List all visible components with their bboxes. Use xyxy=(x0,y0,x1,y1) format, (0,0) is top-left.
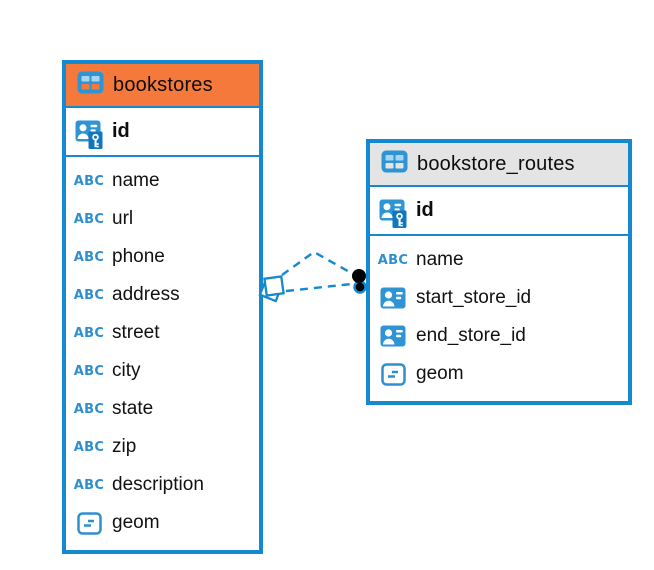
geometry-type-icon xyxy=(379,362,407,386)
table-icon xyxy=(77,71,104,99)
table-title: bookstores xyxy=(113,73,213,96)
text-type-icon: ABC xyxy=(73,211,105,227)
primary-key-icon xyxy=(379,193,407,229)
text-type-icon: ABC xyxy=(73,287,105,303)
relation-diamond-marker[interactable] xyxy=(258,275,285,303)
text-type-icon: ABC xyxy=(73,325,105,341)
text-type-icon: ABC xyxy=(73,363,105,379)
primary-key-label: id xyxy=(112,120,130,142)
text-type-icon: ABC xyxy=(377,252,409,268)
relationship-line-end-store[interactable] xyxy=(285,282,353,293)
text-type-icon: ABC xyxy=(73,477,105,493)
table-bookstores[interactable]: bookstores id ABC name ABC url ABC phone… xyxy=(62,60,263,554)
field-list: ABC name start_store_id end_store_id geo… xyxy=(370,236,628,401)
field-label: state xyxy=(112,398,154,419)
table-header[interactable]: bookstore_routes xyxy=(370,143,628,185)
field-row[interactable]: ABC city xyxy=(66,352,259,390)
table-icon xyxy=(381,150,408,178)
field-row[interactable]: ABC url xyxy=(66,200,259,238)
field-label: phone xyxy=(112,246,165,267)
primary-key-label: id xyxy=(416,199,434,221)
table-title: bookstore_routes xyxy=(417,152,575,175)
relationship-line-start-store[interactable] xyxy=(281,250,354,276)
text-type-icon: ABC xyxy=(73,439,105,455)
geometry-type-icon xyxy=(75,511,103,535)
field-row[interactable]: geom xyxy=(66,504,259,542)
field-row[interactable]: ABC address xyxy=(66,276,259,314)
field-list: ABC name ABC url ABC phone ABC address A… xyxy=(66,157,259,550)
field-label: end_store_id xyxy=(416,325,526,346)
field-row[interactable]: ABC state xyxy=(66,390,259,428)
field-row[interactable]: ABC name xyxy=(370,241,628,279)
field-label: zip xyxy=(112,436,137,457)
foreign-key-icon xyxy=(379,325,407,347)
field-label: start_store_id xyxy=(416,287,532,308)
field-row[interactable]: end_store_id xyxy=(370,317,628,355)
field-row[interactable]: ABC phone xyxy=(66,238,259,276)
text-type-icon: ABC xyxy=(73,401,105,417)
table-header[interactable]: bookstores xyxy=(66,64,259,106)
field-row[interactable]: ABC description xyxy=(66,466,259,504)
text-type-icon: ABC xyxy=(73,173,105,189)
field-row[interactable]: start_store_id xyxy=(370,279,628,317)
field-row[interactable]: ABC street xyxy=(66,314,259,352)
field-label: street xyxy=(112,322,160,343)
primary-key-row[interactable]: id xyxy=(66,106,259,157)
field-row[interactable]: ABC zip xyxy=(66,428,259,466)
field-label: geom xyxy=(112,512,160,533)
field-label: description xyxy=(112,474,204,495)
field-row[interactable]: ABC name xyxy=(66,162,259,200)
field-row[interactable]: geom xyxy=(370,355,628,393)
field-label: name xyxy=(112,170,160,191)
table-bookstore-routes[interactable]: bookstore_routes id ABC name start_store… xyxy=(366,139,632,405)
relation-endpoint-dots[interactable] xyxy=(352,269,367,294)
text-type-icon: ABC xyxy=(73,249,105,265)
primary-key-icon xyxy=(75,114,103,150)
field-label: name xyxy=(416,249,464,270)
foreign-key-icon xyxy=(379,287,407,309)
field-label: geom xyxy=(416,363,464,384)
field-label: address xyxy=(112,284,180,305)
field-label: url xyxy=(112,208,134,229)
field-label: city xyxy=(112,360,141,381)
primary-key-row[interactable]: id xyxy=(370,185,628,236)
